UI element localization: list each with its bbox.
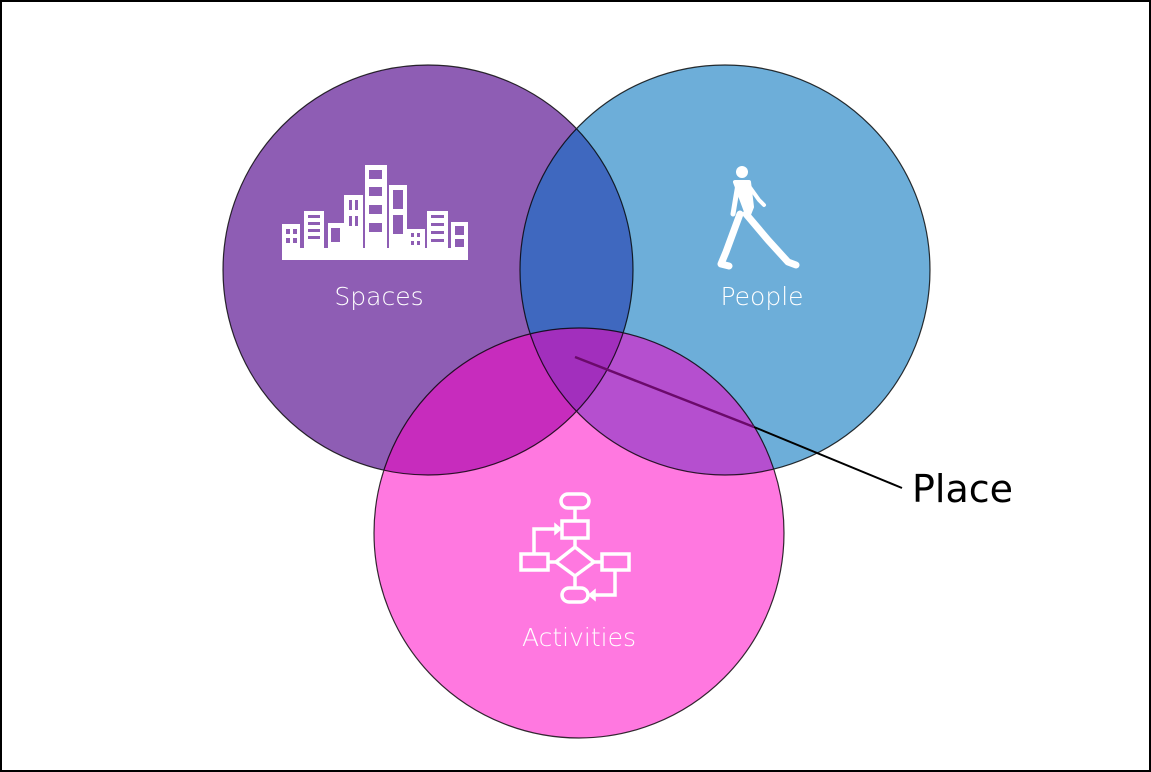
label-people: People xyxy=(720,282,803,311)
overlap-people-activities xyxy=(520,328,784,475)
circle-outlines xyxy=(222,64,931,739)
callout-line-inner xyxy=(574,355,755,429)
label-activities: Activities xyxy=(522,623,636,652)
overlap-spaces-activities xyxy=(374,328,633,475)
walking-person-icon xyxy=(717,166,800,270)
buildings-icon xyxy=(282,165,468,260)
callout-line xyxy=(753,426,903,489)
flowchart-icon xyxy=(519,492,631,604)
label-place: Place xyxy=(912,467,1013,511)
label-spaces: Spaces xyxy=(334,282,423,311)
